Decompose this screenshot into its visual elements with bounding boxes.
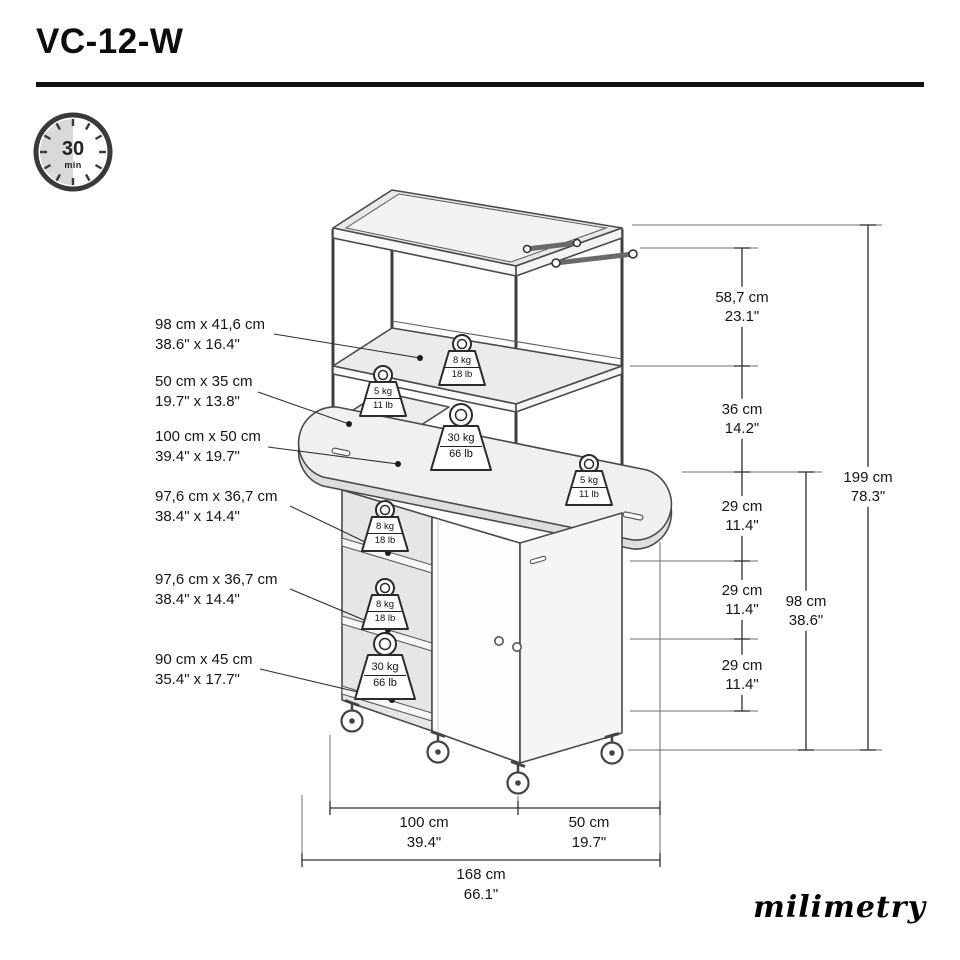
dim-cm: 50 cm [568, 814, 610, 831]
dim-cm: 199 cm [843, 468, 893, 486]
dim-cm: 36 cm [721, 400, 763, 418]
load-lb: 11 lb [579, 489, 599, 501]
dim-inch: 38.4" x 14.4" [155, 507, 240, 525]
countertop [297, 406, 673, 550]
load-lb: 66 lb [373, 677, 397, 690]
dim-cm: 50 cm x 35 cm [155, 373, 253, 390]
dim-inch: 38.4" x 14.4" [155, 590, 240, 608]
dim-inch: 39.4" x 19.7" [155, 447, 240, 465]
dim-cm: 29 cm [721, 656, 763, 674]
height-label-compartment-2: 29 cm 11.4" [717, 579, 767, 621]
dim-cm: 100 cm [399, 814, 449, 831]
load-lb: 11 lb [373, 400, 393, 412]
load-kg: 8 kg [368, 521, 402, 535]
load-kg: 30 kg [364, 661, 406, 677]
dim-inch: 11.4" [725, 601, 759, 618]
width-label-total: 168 cm 66.1" [452, 865, 510, 904]
load-lb: 18 lb [451, 369, 473, 381]
dim-label-inner-shelf-2: 97,6 cm x 36,7 cm 38.4" x 14.4" [155, 570, 278, 610]
brand-logo: milimetry [753, 890, 926, 925]
dim-inch: 23.1" [724, 308, 760, 325]
dim-inch: 66.1" [463, 885, 499, 903]
roof-canopy [332, 189, 623, 277]
assembly-unit: min [64, 160, 82, 170]
height-label-compartment-1: 29 cm 11.4" [717, 495, 767, 537]
dim-cm: 29 cm [721, 497, 763, 515]
dim-cm: 90 cm x 45 cm [155, 651, 253, 668]
load-kg: 8 kg [445, 355, 479, 369]
page-title: VC-12-W [36, 22, 184, 61]
width-label-main: 100 cm 39.4" [395, 813, 453, 852]
dim-inch: 35.4" x 17.7" [155, 670, 240, 688]
height-label-compartment-3: 29 cm 11.4" [717, 654, 767, 696]
dim-cm: 97,6 cm x 36,7 cm [155, 571, 278, 588]
width-label-side: 50 cm 19.7" [564, 813, 614, 852]
casters [340, 699, 624, 795]
title-divider [36, 82, 924, 87]
dim-inch: 11.4" [725, 517, 759, 534]
door-handle-slot [529, 555, 547, 565]
height-label-counter: 98 cm 38.6" [781, 590, 831, 632]
dim-inch: 38.6" x 16.4" [155, 335, 240, 353]
height-label-shelf-gap: 36 cm 14.2" [717, 398, 767, 440]
dim-inch: 38.6" [788, 612, 824, 629]
dim-label-side-shelf: 50 cm x 35 cm 19.7" x 13.8" [155, 372, 253, 412]
dim-label-bottom-shelf: 90 cm x 45 cm 35.4" x 17.7" [155, 650, 253, 690]
clock-icon [33, 112, 113, 192]
dim-cm: 168 cm [456, 866, 506, 883]
load-lb: 18 lb [374, 535, 396, 547]
dim-cm: 29 cm [721, 581, 763, 599]
dim-cm: 58,7 cm [715, 288, 769, 306]
door-knob [493, 635, 504, 646]
width-dimension-lines [301, 542, 661, 867]
weight-30kg [430, 403, 492, 471]
cabinet [341, 489, 623, 764]
assembly-minutes: 30 [61, 138, 85, 160]
dim-cm: 98 cm x 41,6 cm [155, 316, 266, 333]
hanging-rails [522, 238, 638, 268]
load-lb: 66 lb [449, 448, 473, 461]
height-label-canopy: 58,7 cm 23.1" [711, 286, 773, 328]
dim-inch: 14.2" [724, 420, 760, 437]
dim-label-inner-shelf-1: 97,6 cm x 36,7 cm 38.4" x 14.4" [155, 487, 278, 527]
weight-30kg [354, 632, 416, 700]
load-lb: 18 lb [374, 613, 396, 625]
height-label-total: 199 cm 78.3" [839, 466, 897, 508]
dim-inch: 78.3" [850, 488, 886, 505]
load-kg: 8 kg [368, 599, 402, 613]
dim-inch: 39.4" [406, 833, 442, 851]
door-knob [511, 641, 522, 652]
dim-label-top-shelf: 98 cm x 41,6 cm 38.6" x 16.4" [155, 315, 265, 355]
load-kg: 5 kg [572, 475, 606, 489]
dim-cm: 97,6 cm x 36,7 cm [155, 488, 278, 505]
dim-inch: 19.7" x 13.8" [155, 392, 240, 410]
dim-inch: 11.4" [725, 676, 759, 693]
load-weights [354, 334, 613, 700]
dim-cm: 100 cm x 50 cm [155, 428, 261, 445]
dim-label-countertop: 100 cm x 50 cm 39.4" x 19.7" [155, 427, 261, 467]
load-kg: 30 kg [440, 432, 482, 448]
dim-cm: 98 cm [785, 592, 827, 610]
load-kg: 5 kg [366, 386, 400, 400]
dim-inch: 19.7" [571, 833, 607, 851]
